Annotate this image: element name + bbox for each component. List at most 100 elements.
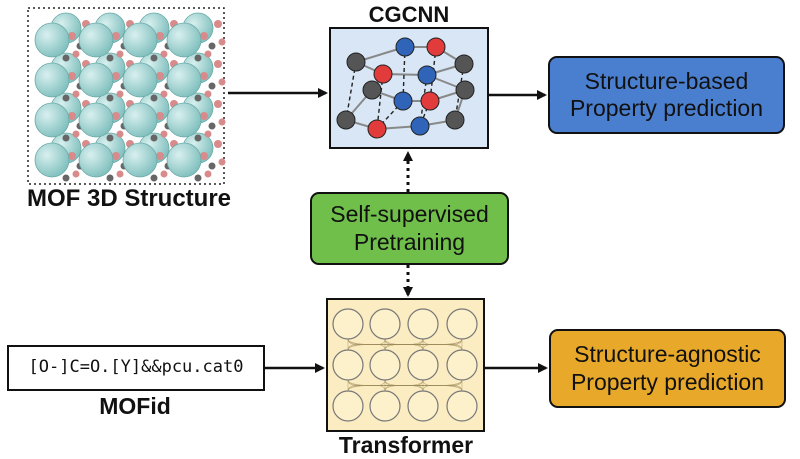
pretraining-line2: Pretraining — [353, 228, 466, 255]
mof-linker-atom — [68, 72, 76, 80]
mof-metal-sphere — [34, 142, 70, 178]
mof-linker-atom — [160, 90, 168, 98]
mof-linker-atom — [204, 170, 212, 178]
mof-linker-atom — [62, 134, 70, 142]
mof-metal-sphere — [34, 62, 70, 98]
mof-linker-atom — [116, 170, 124, 178]
transformer-unit — [369, 349, 401, 381]
structure-based-text: Structure-based Property prediction — [549, 57, 784, 133]
mof-linker-atom — [214, 140, 222, 148]
cgcnn-title: CGCNN — [368, 2, 450, 27]
mof-metal-sphere — [78, 102, 114, 138]
mof-linker-atom — [204, 50, 212, 58]
mof-metal-sphere — [34, 22, 70, 58]
mof-linker-atom — [62, 174, 70, 182]
cgcnn-graph-box — [329, 27, 489, 149]
transformer-connection — [422, 338, 463, 351]
mof-linker-atom — [200, 32, 208, 40]
transformer-unit — [407, 349, 439, 381]
mof-linker-atom — [106, 54, 114, 62]
mof-linker-atom — [218, 118, 226, 126]
mof-linker-atom — [156, 32, 164, 40]
mof-linker-atom — [194, 134, 202, 142]
mof-linker-atom — [156, 72, 164, 80]
graph-atom-gray — [445, 110, 465, 130]
mof-metal-sphere — [166, 142, 202, 178]
mof-linker-atom — [214, 100, 222, 108]
mofid-value: [O-]C=O.[Y]&&pcu.cat0 — [28, 357, 244, 377]
graph-atom-red — [420, 91, 440, 111]
mof-linker-atom — [106, 174, 114, 182]
mof-linker-atom — [112, 152, 120, 160]
mof-linker-atom — [116, 50, 124, 58]
mof-metal-sphere — [122, 22, 158, 58]
mof-linker-atom — [156, 112, 164, 120]
mof-linker-atom — [160, 130, 168, 138]
structure-agnostic-line1: Structure-agnostic — [574, 341, 761, 368]
structure-agnostic-box — [549, 329, 786, 408]
mof-linker-atom — [68, 152, 76, 160]
mof-linker-atom — [68, 112, 76, 120]
transformer-unit — [332, 308, 364, 340]
mof-metal-sphere — [34, 102, 70, 138]
transformer-unit — [369, 390, 401, 422]
transformer-connection — [384, 379, 463, 392]
mof-metal-sphere — [122, 102, 158, 138]
mof-linker-atom — [194, 94, 202, 102]
mof-linker-atom — [106, 94, 114, 102]
mof-linker-atom — [150, 94, 158, 102]
graph-atom-gray — [455, 80, 475, 100]
mof-linker-atom — [200, 112, 208, 120]
mof-linker-atom — [194, 54, 202, 62]
mof-linker-atom — [208, 82, 216, 90]
mof-linker-atom — [112, 72, 120, 80]
structure-agnostic-line2: Property prediction — [570, 368, 765, 395]
mof-linker-atom — [218, 158, 226, 166]
graph-atom-red — [373, 64, 393, 84]
mof-linker-atom — [160, 50, 168, 58]
mof-linker-atom — [62, 54, 70, 62]
mofid-label: MOFid — [99, 393, 171, 419]
mof-linker-atom — [160, 170, 168, 178]
pretraining-box — [310, 192, 509, 265]
mof-linker-atom — [194, 174, 202, 182]
mof-linker-atom — [150, 54, 158, 62]
mof-metal-sphere — [122, 62, 158, 98]
pretraining-text: Self-supervised Pretraining — [311, 193, 508, 264]
mof-linker-atom — [72, 170, 80, 178]
mof-linker-atom — [204, 90, 212, 98]
mof-metal-sphere — [166, 62, 202, 98]
graph-atom-gray — [346, 52, 366, 72]
mof-linker-atom — [106, 134, 114, 142]
mof-linker-atom — [150, 134, 158, 142]
mof-metal-sphere — [78, 22, 114, 58]
pretraining-line1: Self-supervised — [330, 201, 489, 228]
mof-metal-sphere — [166, 22, 202, 58]
mof-linker-atom — [62, 94, 70, 102]
graph-atom-blue — [393, 91, 413, 111]
graph-atom-blue — [395, 37, 415, 57]
transformer-box — [326, 298, 485, 432]
mof-linker-atom — [214, 60, 222, 68]
mof-linker-atom — [72, 130, 80, 138]
graph-atom-red — [426, 37, 446, 57]
mof-linker-atom — [72, 90, 80, 98]
mof-linker-atom — [208, 42, 216, 50]
structure-agnostic-text: Structure-agnostic Property prediction — [550, 330, 785, 407]
mof-metal-sphere — [78, 62, 114, 98]
graph-atom-blue — [417, 65, 437, 85]
mof-linker-atom — [112, 32, 120, 40]
structure-based-line2: Property prediction — [569, 95, 764, 121]
structure-based-line1: Structure-based — [584, 67, 749, 94]
mof-metal-sphere — [78, 142, 114, 178]
mof-linker-atom — [200, 72, 208, 80]
mof-structure-image — [27, 7, 226, 185]
transformer-unit — [446, 390, 478, 422]
mof-metal-sphere — [122, 142, 158, 178]
mof-linker-atom — [116, 90, 124, 98]
structure-based-box — [548, 56, 785, 134]
graph-atom-gray — [362, 80, 382, 100]
mof-linker-atom — [200, 152, 208, 160]
mof-linker-atom — [208, 162, 216, 170]
